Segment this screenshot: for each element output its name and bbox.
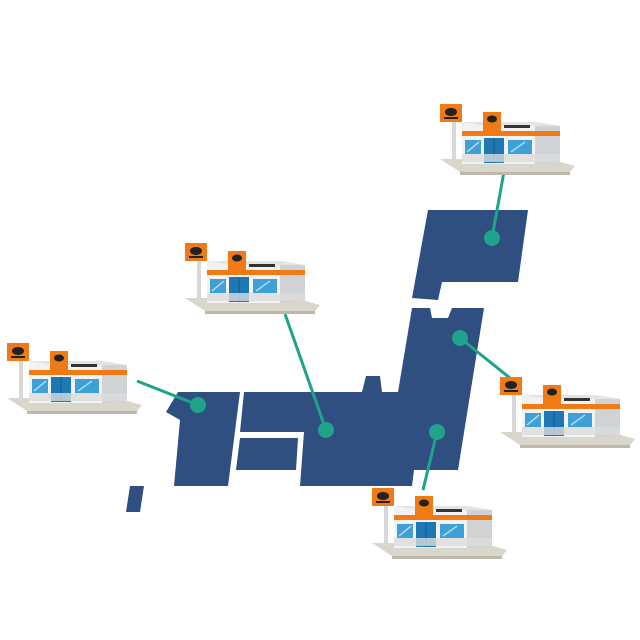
stores — [6, 103, 636, 560]
dot-kansai — [318, 422, 334, 438]
store-icon — [499, 376, 636, 449]
dot-tohoku — [452, 330, 468, 346]
location-dots — [190, 230, 500, 440]
store-icon — [439, 103, 576, 176]
link-hokkaido — [490, 165, 507, 239]
dot-hokkaido — [484, 230, 500, 246]
store-icon — [6, 342, 143, 415]
store-icon — [184, 242, 321, 315]
link-kyushu — [136, 379, 199, 407]
store-icon — [371, 487, 508, 560]
southern-island-region — [126, 486, 144, 512]
link-kanto — [421, 431, 439, 491]
honshu-region — [240, 308, 484, 486]
link-kansai — [283, 313, 328, 431]
shikoku-region — [236, 438, 298, 470]
dot-kyushu — [190, 397, 206, 413]
kyushu-region — [166, 392, 240, 486]
connection-lines — [136, 165, 511, 491]
hokkaido-region — [412, 210, 528, 300]
dot-kanto — [429, 424, 445, 440]
japan-map — [126, 210, 528, 512]
link-tohoku — [459, 336, 511, 380]
